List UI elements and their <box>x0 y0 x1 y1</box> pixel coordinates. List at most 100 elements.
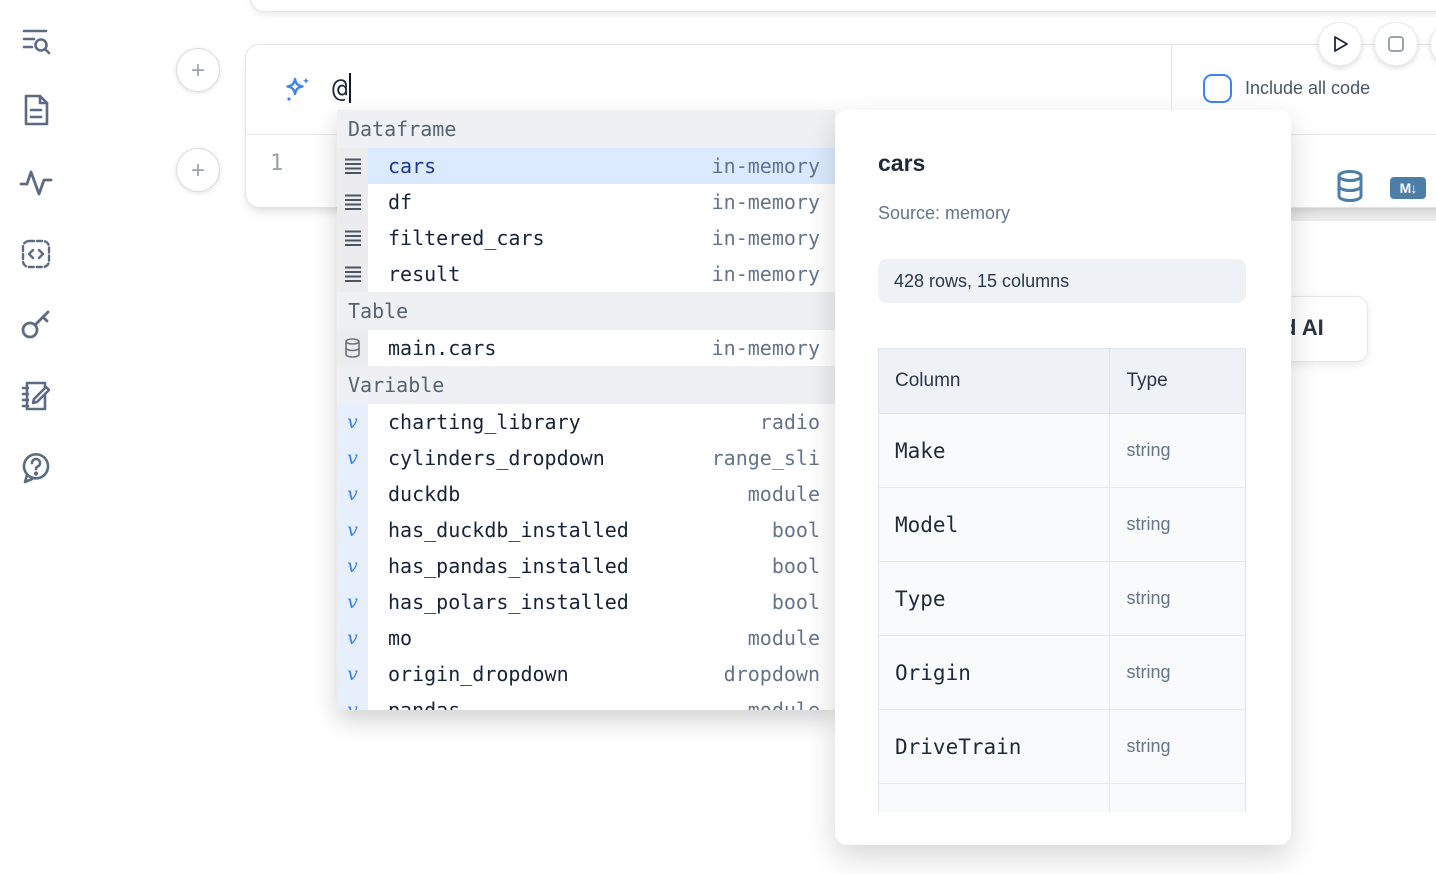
schema-column-type: string <box>1126 588 1171 608</box>
schema-column-type: string <box>1126 514 1171 534</box>
autocomplete-item[interactable]: v pandas module <box>337 692 835 710</box>
variable-icon: v <box>337 584 368 620</box>
sidebar <box>0 0 70 874</box>
code-snippets-icon[interactable] <box>18 236 54 272</box>
autocomplete-item[interactable]: v has_polars_installed bool <box>337 584 835 620</box>
add-cell-button-bottom[interactable]: + <box>176 148 220 192</box>
schema-row: Type string <box>878 561 1246 636</box>
autocomplete-item-name: has_duckdb_installed <box>388 518 629 542</box>
variable-icon: v <box>337 512 368 548</box>
cell-divider-vertical <box>1171 45 1172 134</box>
run-cell-button[interactable] <box>1318 22 1362 66</box>
markdown-badge-icon[interactable]: M↓ <box>1390 177 1426 199</box>
autocomplete-item-name: pandas <box>388 698 461 710</box>
preview-title: cars <box>878 150 926 176</box>
autocomplete-item[interactable]: cars in-memory <box>337 148 835 184</box>
variable-icon: v <box>337 476 368 512</box>
autocomplete-item-name: cars <box>388 154 437 178</box>
autocomplete-item[interactable]: v has_pandas_installed bool <box>337 548 835 584</box>
autocomplete-item[interactable]: df in-memory <box>337 184 835 220</box>
variable-icon: v <box>337 620 368 656</box>
include-all-code-checkbox[interactable] <box>1203 74 1232 103</box>
autocomplete-item[interactable]: v cylinders_dropdown range_sli <box>337 440 835 476</box>
autocomplete-item-name: cylinders_dropdown <box>388 446 605 470</box>
file-icon[interactable] <box>18 92 54 128</box>
autocomplete-dropdown: Dataframe cars in-memory df in-memory filtere… <box>337 110 835 710</box>
stop-button[interactable] <box>1374 22 1418 66</box>
text-caret <box>348 73 351 103</box>
autocomplete-item-name: origin_dropdown <box>388 662 569 686</box>
autocomplete-item-type: bool <box>771 590 820 614</box>
scratchpad-icon[interactable] <box>18 378 54 414</box>
dataframe-icon <box>337 184 368 220</box>
previous-cell-fragment <box>250 0 1436 12</box>
table-icon <box>337 330 368 366</box>
ai-prompt-input[interactable]: @ <box>332 73 351 104</box>
autocomplete-item[interactable]: result in-memory <box>337 256 835 292</box>
autocomplete-item-name: df <box>388 190 413 214</box>
schema-row <box>878 783 1246 812</box>
autocomplete-item-type: in-memory <box>711 336 820 360</box>
add-cell-button-top[interactable]: + <box>176 48 220 92</box>
autocomplete-item-name: charting_library <box>388 410 581 434</box>
autocomplete-item-type: in-memory <box>711 262 820 286</box>
autocomplete-item-name: result <box>388 262 461 286</box>
preview-source: Source: memory <box>878 203 1011 223</box>
include-all-code-row: Include all code <box>1203 74 1370 103</box>
autocomplete-item[interactable]: main.cars in-memory <box>337 330 835 366</box>
schema-row: Origin string <box>878 635 1246 710</box>
autocomplete-item-type: module <box>747 626 820 650</box>
variable-icon: v <box>337 440 368 476</box>
schema-header-cell: Type <box>1109 348 1246 414</box>
schema-column-type: string <box>1126 662 1171 682</box>
dataframe-icon <box>337 220 368 256</box>
toc-search-icon[interactable] <box>18 22 54 58</box>
autocomplete-section-header: Dataframe <box>337 110 835 148</box>
help-chat-icon[interactable] <box>18 450 54 486</box>
schema-column-name: DriveTrain <box>895 734 1022 759</box>
autocomplete-item-name: main.cars <box>388 336 497 360</box>
autocomplete-item-type: module <box>747 482 820 506</box>
autocomplete-item-name: duckdb <box>388 482 461 506</box>
autocomplete-item-type: bool <box>771 554 820 578</box>
play-icon <box>1334 36 1348 52</box>
autocomplete-item-type: radio <box>759 410 820 434</box>
autocomplete-item-type: in-memory <box>711 190 820 214</box>
autocomplete-item-name: has_pandas_installed <box>388 554 629 578</box>
schema-row: DriveTrain string <box>878 709 1246 784</box>
schema-column-type: string <box>1126 440 1171 460</box>
line-number: 1 <box>270 151 284 176</box>
autocomplete-item-type: range_sli <box>711 446 820 470</box>
autocomplete-item-type: in-memory <box>711 154 820 178</box>
dataframe-icon <box>337 256 368 292</box>
autocomplete-item-type: bool <box>771 518 820 542</box>
autocomplete-item-name: filtered_cars <box>388 226 545 250</box>
autocomplete-item-name: mo <box>388 626 413 650</box>
stop-icon <box>1388 36 1404 52</box>
include-all-code-label: Include all code <box>1245 78 1371 98</box>
schema-header-cell: Column <box>878 348 1111 414</box>
autocomplete-item[interactable]: v charting_library radio <box>337 404 835 440</box>
variable-icon: v <box>337 692 368 710</box>
dataframe-preview-popup: cars Source: memory 428 rows, 15 columns… <box>835 110 1291 845</box>
autocomplete-item[interactable]: v has_duckdb_installed bool <box>337 512 835 548</box>
schema-column-type: string <box>1126 736 1171 756</box>
key-icon[interactable] <box>18 306 54 342</box>
autocomplete-item-type: module <box>747 698 820 710</box>
variable-icon: v <box>337 404 368 440</box>
database-cell-icon[interactable] <box>1336 170 1364 202</box>
variable-icon: v <box>337 656 368 692</box>
activity-icon[interactable] <box>18 164 54 200</box>
schema-column-name: Origin <box>895 660 971 685</box>
schema-column-name: Type <box>895 586 946 611</box>
autocomplete-item-name: has_polars_installed <box>388 590 629 614</box>
variable-icon: v <box>337 548 368 584</box>
